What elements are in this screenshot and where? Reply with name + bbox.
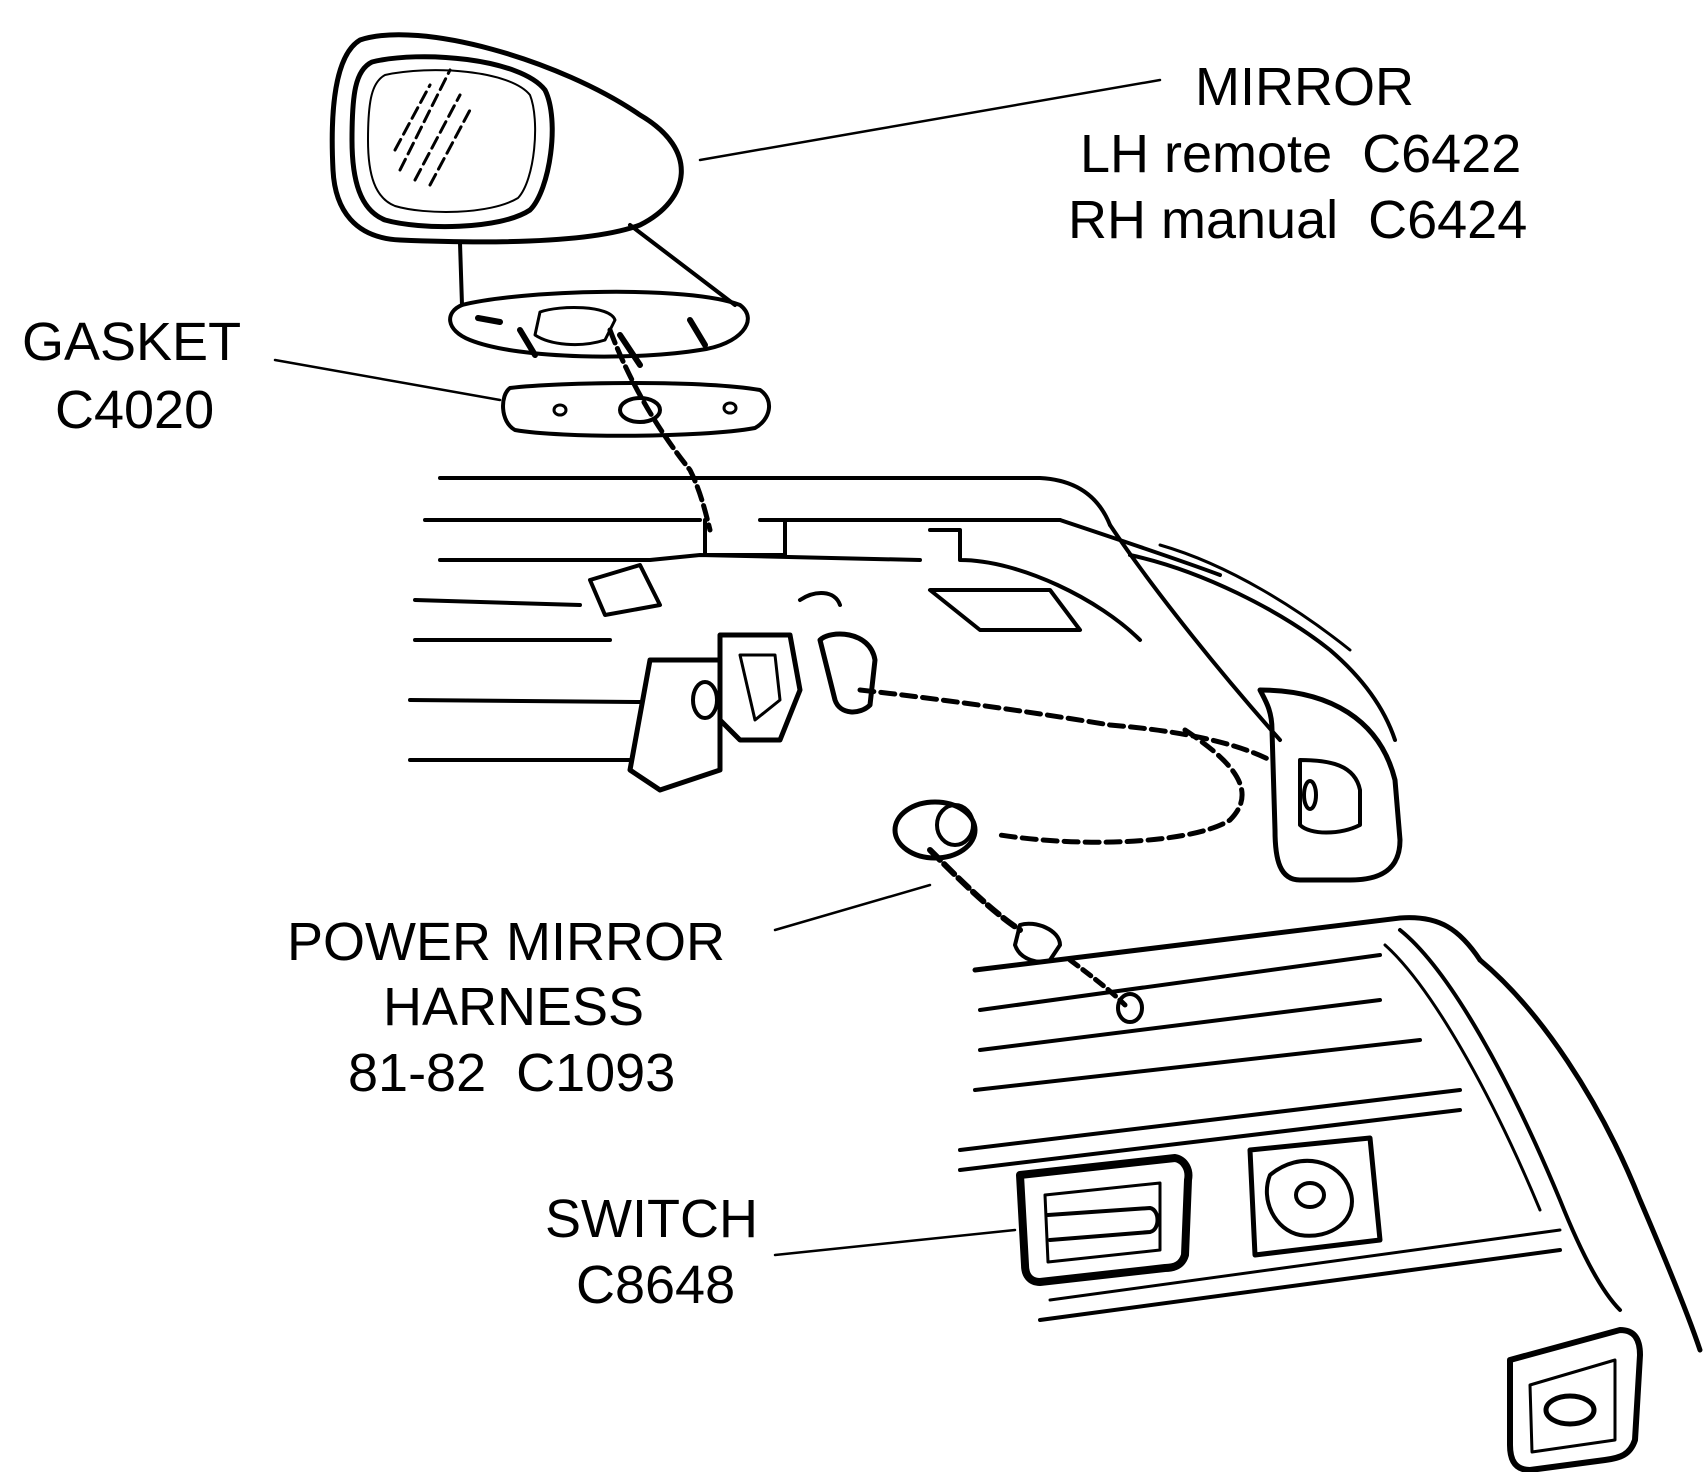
door-handle-part — [1507, 1327, 1643, 1473]
door-lock-part — [1247, 1135, 1383, 1258]
door-panel-lower — [958, 915, 1703, 1353]
switch-leader-line — [773, 1228, 1017, 1257]
leader-lines — [273, 78, 1162, 1257]
switch-part — [1016, 1154, 1193, 1286]
harness-part-number: 81-82 C1093 — [348, 1043, 676, 1103]
switch-title: SWITCH — [545, 1189, 758, 1249]
gasket-leader-line — [273, 358, 502, 402]
gasket-part — [501, 381, 771, 438]
mirror-base — [448, 223, 750, 368]
gasket-part-number: C4020 — [55, 380, 215, 440]
mirror-leader-line — [698, 78, 1162, 162]
sail-panel — [1128, 543, 1403, 883]
harness-title-line2: HARNESS — [383, 977, 645, 1037]
harness-title-line1: POWER MIRROR — [287, 912, 725, 972]
harness-leader-line — [773, 883, 932, 932]
mirror-lh-part: LH remote C6422 — [1080, 124, 1522, 184]
mirror-cable — [607, 327, 713, 533]
harness-cable-loop — [997, 727, 1245, 845]
mirror-title: MIRROR — [1195, 57, 1414, 117]
door-bracket — [627, 518, 878, 793]
gasket-title: GASKET — [22, 312, 242, 372]
mirror-rh-part: RH manual C6424 — [1068, 190, 1528, 250]
mirror-head — [329, 32, 684, 245]
harness-cable-upper — [857, 687, 1273, 763]
door-panel-upper — [408, 476, 1282, 762]
harness-connector — [892, 799, 1144, 1024]
switch-part-number: C8648 — [576, 1255, 736, 1315]
